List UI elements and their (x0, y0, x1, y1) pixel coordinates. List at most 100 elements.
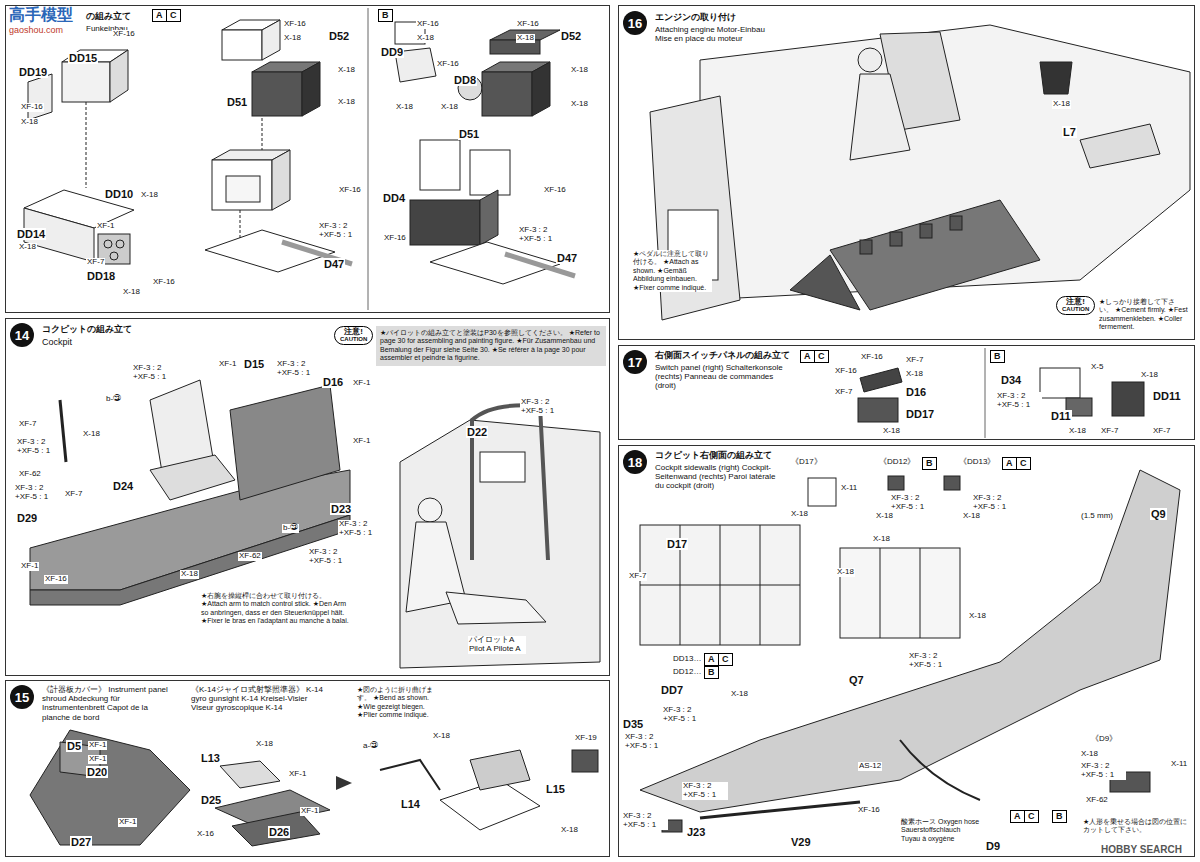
part-label: X-18 (395, 103, 414, 112)
part-number: D27 (70, 836, 92, 848)
part-number: L14 (400, 798, 421, 810)
part-label: XF-7 (834, 388, 853, 397)
part-label: XF-1 (96, 222, 115, 231)
part-number: D29 (16, 512, 38, 524)
part-label: 《DD12》 (878, 458, 916, 467)
step-number: 16 (623, 11, 647, 35)
version-tag: A (1010, 810, 1025, 823)
part-label: XF-7 (1100, 427, 1119, 436)
part-label: DD13… (672, 655, 702, 664)
part-label: XF-3 : 2 +XF-5 : 1 (1080, 762, 1126, 780)
step-number-text: 17 (628, 355, 642, 370)
watermark: gaoshou.com (8, 26, 64, 36)
version-tag: B (990, 350, 1005, 363)
part-label: XF-16 (44, 575, 68, 584)
part-label: b-㉓ (105, 395, 122, 404)
part-label: XF-3 : 2 +XF-5 : 1 (908, 652, 954, 670)
part-number: D25 (200, 794, 222, 806)
part-label: X-18 (416, 34, 435, 43)
part-label: XF-62 (238, 552, 262, 561)
part-label: XF-3 : 2 +XF-5 : 1 (520, 398, 566, 416)
part-number: D23 (330, 503, 352, 515)
version-tag: C (718, 653, 733, 666)
instruction-note: 酸素ホース Oxygen hose Sauerstoffschlauch Tuy… (900, 818, 982, 843)
version-letter: B (994, 351, 1001, 362)
step-number: 15 (10, 685, 34, 709)
version-letter: C (170, 10, 177, 21)
step-number-text: 18 (628, 455, 642, 470)
part-label: X-16 (196, 830, 215, 839)
part-label: XF-3 : 2 +XF-5 : 1 (622, 812, 668, 830)
part-label: X-11 (840, 484, 858, 493)
version-letter: B (1056, 811, 1063, 822)
part-label: (1.5 mm) (1080, 512, 1114, 521)
version-letter: C (818, 351, 825, 362)
part-label: XF-16 (338, 186, 362, 195)
part-label: XF-16 (283, 20, 307, 29)
part-label: X-18 (570, 100, 589, 109)
version-letter: B (926, 458, 933, 469)
part-label: XF-1 (300, 807, 319, 816)
version-tag: A (152, 9, 167, 22)
part-number: DD14 (16, 228, 46, 240)
part-label: XF-3 : 2 +XF-5 : 1 (996, 392, 1042, 410)
part-label: X-18 (1068, 427, 1087, 436)
part-number: DD19 (18, 66, 48, 78)
part-number: D51 (226, 96, 248, 108)
part-label: b-㉓ (282, 524, 299, 533)
part-label: 《DD13》 (958, 458, 996, 467)
part-label: X-18 (962, 512, 981, 521)
version-tag: C (166, 9, 181, 22)
part-number: DD7 (660, 684, 684, 696)
part-label: XF-3 : 2 +XF-5 : 1 (518, 226, 564, 244)
instruction-note: ★しっかり接着して下さい。 ★Cement firmly. ★Fest zusa… (1098, 298, 1190, 332)
part-label: X-18 (140, 191, 159, 200)
part-label: X-5 (1090, 363, 1104, 372)
version-letter: A (156, 10, 163, 21)
part-label: XF-3 : 2 +XF-5 : 1 (890, 494, 936, 512)
part-label: X-18 (560, 826, 579, 835)
part-label: XF-16 (112, 30, 136, 39)
note-text: ★パイロットの組み立てと塗装はP30を参照してください。 ★Refer to p… (380, 329, 602, 363)
version-tag: A (704, 653, 719, 666)
part-label: XF-1 (88, 755, 107, 764)
version-letter: C (1020, 458, 1027, 469)
part-label: X-11 (1170, 760, 1188, 769)
step-number: 17 (623, 350, 647, 374)
panel-heading: Cockpit sidewalls (right) Cockpit-Seiten… (655, 463, 780, 491)
panel-heading: Switch panel (right) Schalterkonsole (re… (655, 363, 785, 391)
part-label: AS-12 (858, 762, 882, 771)
part-label: XF-1 (288, 770, 307, 779)
part-label: XF-3 : 2 +XF-5 : 1 (662, 706, 708, 724)
part-label: XF-3 : 2 +XF-5 : 1 (682, 782, 728, 800)
part-label: XF-7 (18, 420, 37, 429)
part-label: XF-1 (352, 437, 371, 446)
caution-text: 注意! (1062, 298, 1089, 306)
part-label: XF-3 : 2 +XF-5 : 1 (972, 494, 1018, 512)
part-label: XF-3 : 2 +XF-5 : 1 (132, 364, 178, 382)
caution-text: CAUTION (340, 336, 367, 342)
part-label: XF-16 (543, 186, 567, 195)
part-label: X-18 (122, 288, 141, 297)
instruction-note: ★右腕を操縦桿に合わせて取り付ける。 ★Attach arm to match … (200, 592, 352, 626)
part-number: J23 (686, 826, 706, 838)
version-tag: A (800, 350, 815, 363)
part-label: XF-1 (352, 379, 371, 388)
part-number: D35 (622, 718, 644, 730)
version-letter: C (1028, 811, 1035, 822)
panel-heading: コクピットの組み立て (42, 324, 132, 334)
part-label: XF-16 (860, 353, 884, 362)
version-tag: B (704, 666, 719, 679)
part-label: パイロットA Pilot A Pilote A (468, 636, 526, 654)
part-label: XF-7 (86, 258, 105, 267)
part-label: XF-16 (383, 234, 407, 243)
part-label: DD12… (672, 668, 702, 677)
part-number: Q7 (848, 674, 865, 686)
part-number: V29 (790, 836, 812, 848)
part-label: XF-16 (516, 20, 540, 29)
part-label: X-18 (20, 118, 39, 127)
part-label: X-18 (180, 570, 199, 579)
part-number: L7 (1062, 126, 1077, 138)
part-number: DD8 (453, 74, 477, 86)
